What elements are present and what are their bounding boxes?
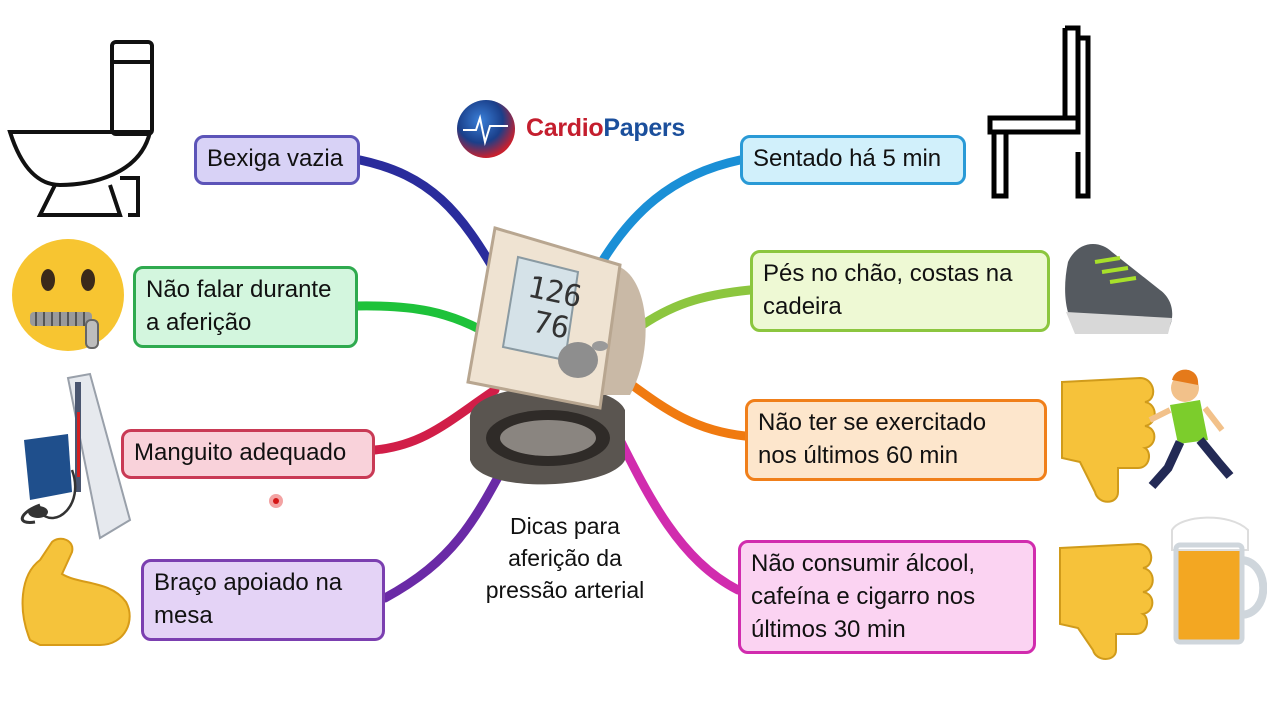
tip-line: cadeira bbox=[763, 290, 1037, 323]
tip-line: Não falar durante bbox=[146, 273, 345, 306]
beer-mug-icon bbox=[1172, 518, 1263, 642]
tip-box-exercicio: Não ter se exercitado nos últimos 60 min bbox=[745, 399, 1047, 481]
tip-box-alcool: Não consumir álcool, cafeína e cigarro n… bbox=[738, 540, 1036, 654]
branch-exercicio bbox=[625, 380, 745, 436]
blood-pressure-monitor-icon: 126 76 bbox=[468, 228, 646, 484]
tip-line: Manguito adequado bbox=[134, 436, 362, 469]
display-diastolic: 76 bbox=[530, 305, 573, 347]
tip-box-manguito: Manguito adequado bbox=[121, 429, 375, 479]
sphygmomanometer-icon bbox=[22, 374, 130, 538]
chair-icon bbox=[990, 28, 1088, 196]
tip-line: mesa bbox=[154, 599, 372, 632]
branch-sentado bbox=[600, 160, 740, 265]
tip-line: Pés no chão, costas na bbox=[763, 257, 1037, 290]
brand-wordmark: CardioPapers bbox=[526, 114, 685, 143]
tip-line: Braço apoiado na bbox=[154, 566, 372, 599]
caption-line: Dicas para bbox=[470, 510, 660, 542]
tip-line: cafeína e cigarro nos bbox=[751, 580, 1023, 613]
tip-box-braco: Braço apoiado na mesa bbox=[141, 559, 385, 641]
tip-box-bexiga: Bexiga vazia bbox=[194, 135, 360, 185]
branch-pes-no-chao bbox=[635, 290, 750, 330]
tip-box-sentado: Sentado há 5 min bbox=[740, 135, 966, 185]
tip-line: Bexiga vazia bbox=[207, 142, 347, 175]
caption-line: pressão arterial bbox=[470, 574, 660, 606]
tip-line: nos últimos 60 min bbox=[758, 439, 1034, 472]
runner-icon bbox=[1150, 370, 1230, 486]
flexed-biceps-icon bbox=[23, 539, 130, 645]
toilet-icon bbox=[10, 42, 152, 215]
tip-box-pes-no-chao: Pés no chão, costas na cadeira bbox=[750, 250, 1050, 332]
tip-line: Sentado há 5 min bbox=[753, 142, 953, 175]
caption-line: aferição da bbox=[470, 542, 660, 574]
globe-logo-icon bbox=[457, 100, 515, 158]
tip-box-nao-falar: Não falar durante a aferição bbox=[133, 266, 358, 348]
branch-bexiga bbox=[360, 160, 500, 280]
branch-nao-falar bbox=[356, 306, 495, 338]
thumbs-down-icon bbox=[1062, 378, 1155, 502]
brand-part2: Papers bbox=[603, 114, 685, 142]
red-dot-marker bbox=[269, 494, 283, 508]
sneaker-icon bbox=[1065, 244, 1172, 334]
thumbs-down-icon bbox=[1060, 544, 1153, 659]
tip-line: Não ter se exercitado bbox=[758, 406, 1034, 439]
brand-part1: Cardio bbox=[526, 114, 603, 142]
center-caption: Dicas para aferição da pressão arterial bbox=[470, 510, 660, 606]
tip-line: últimos 30 min bbox=[751, 613, 1023, 646]
zipper-mouth-face-icon bbox=[12, 239, 124, 351]
tip-line: Não consumir álcool, bbox=[751, 547, 1023, 580]
tip-line: a aferição bbox=[146, 306, 345, 339]
